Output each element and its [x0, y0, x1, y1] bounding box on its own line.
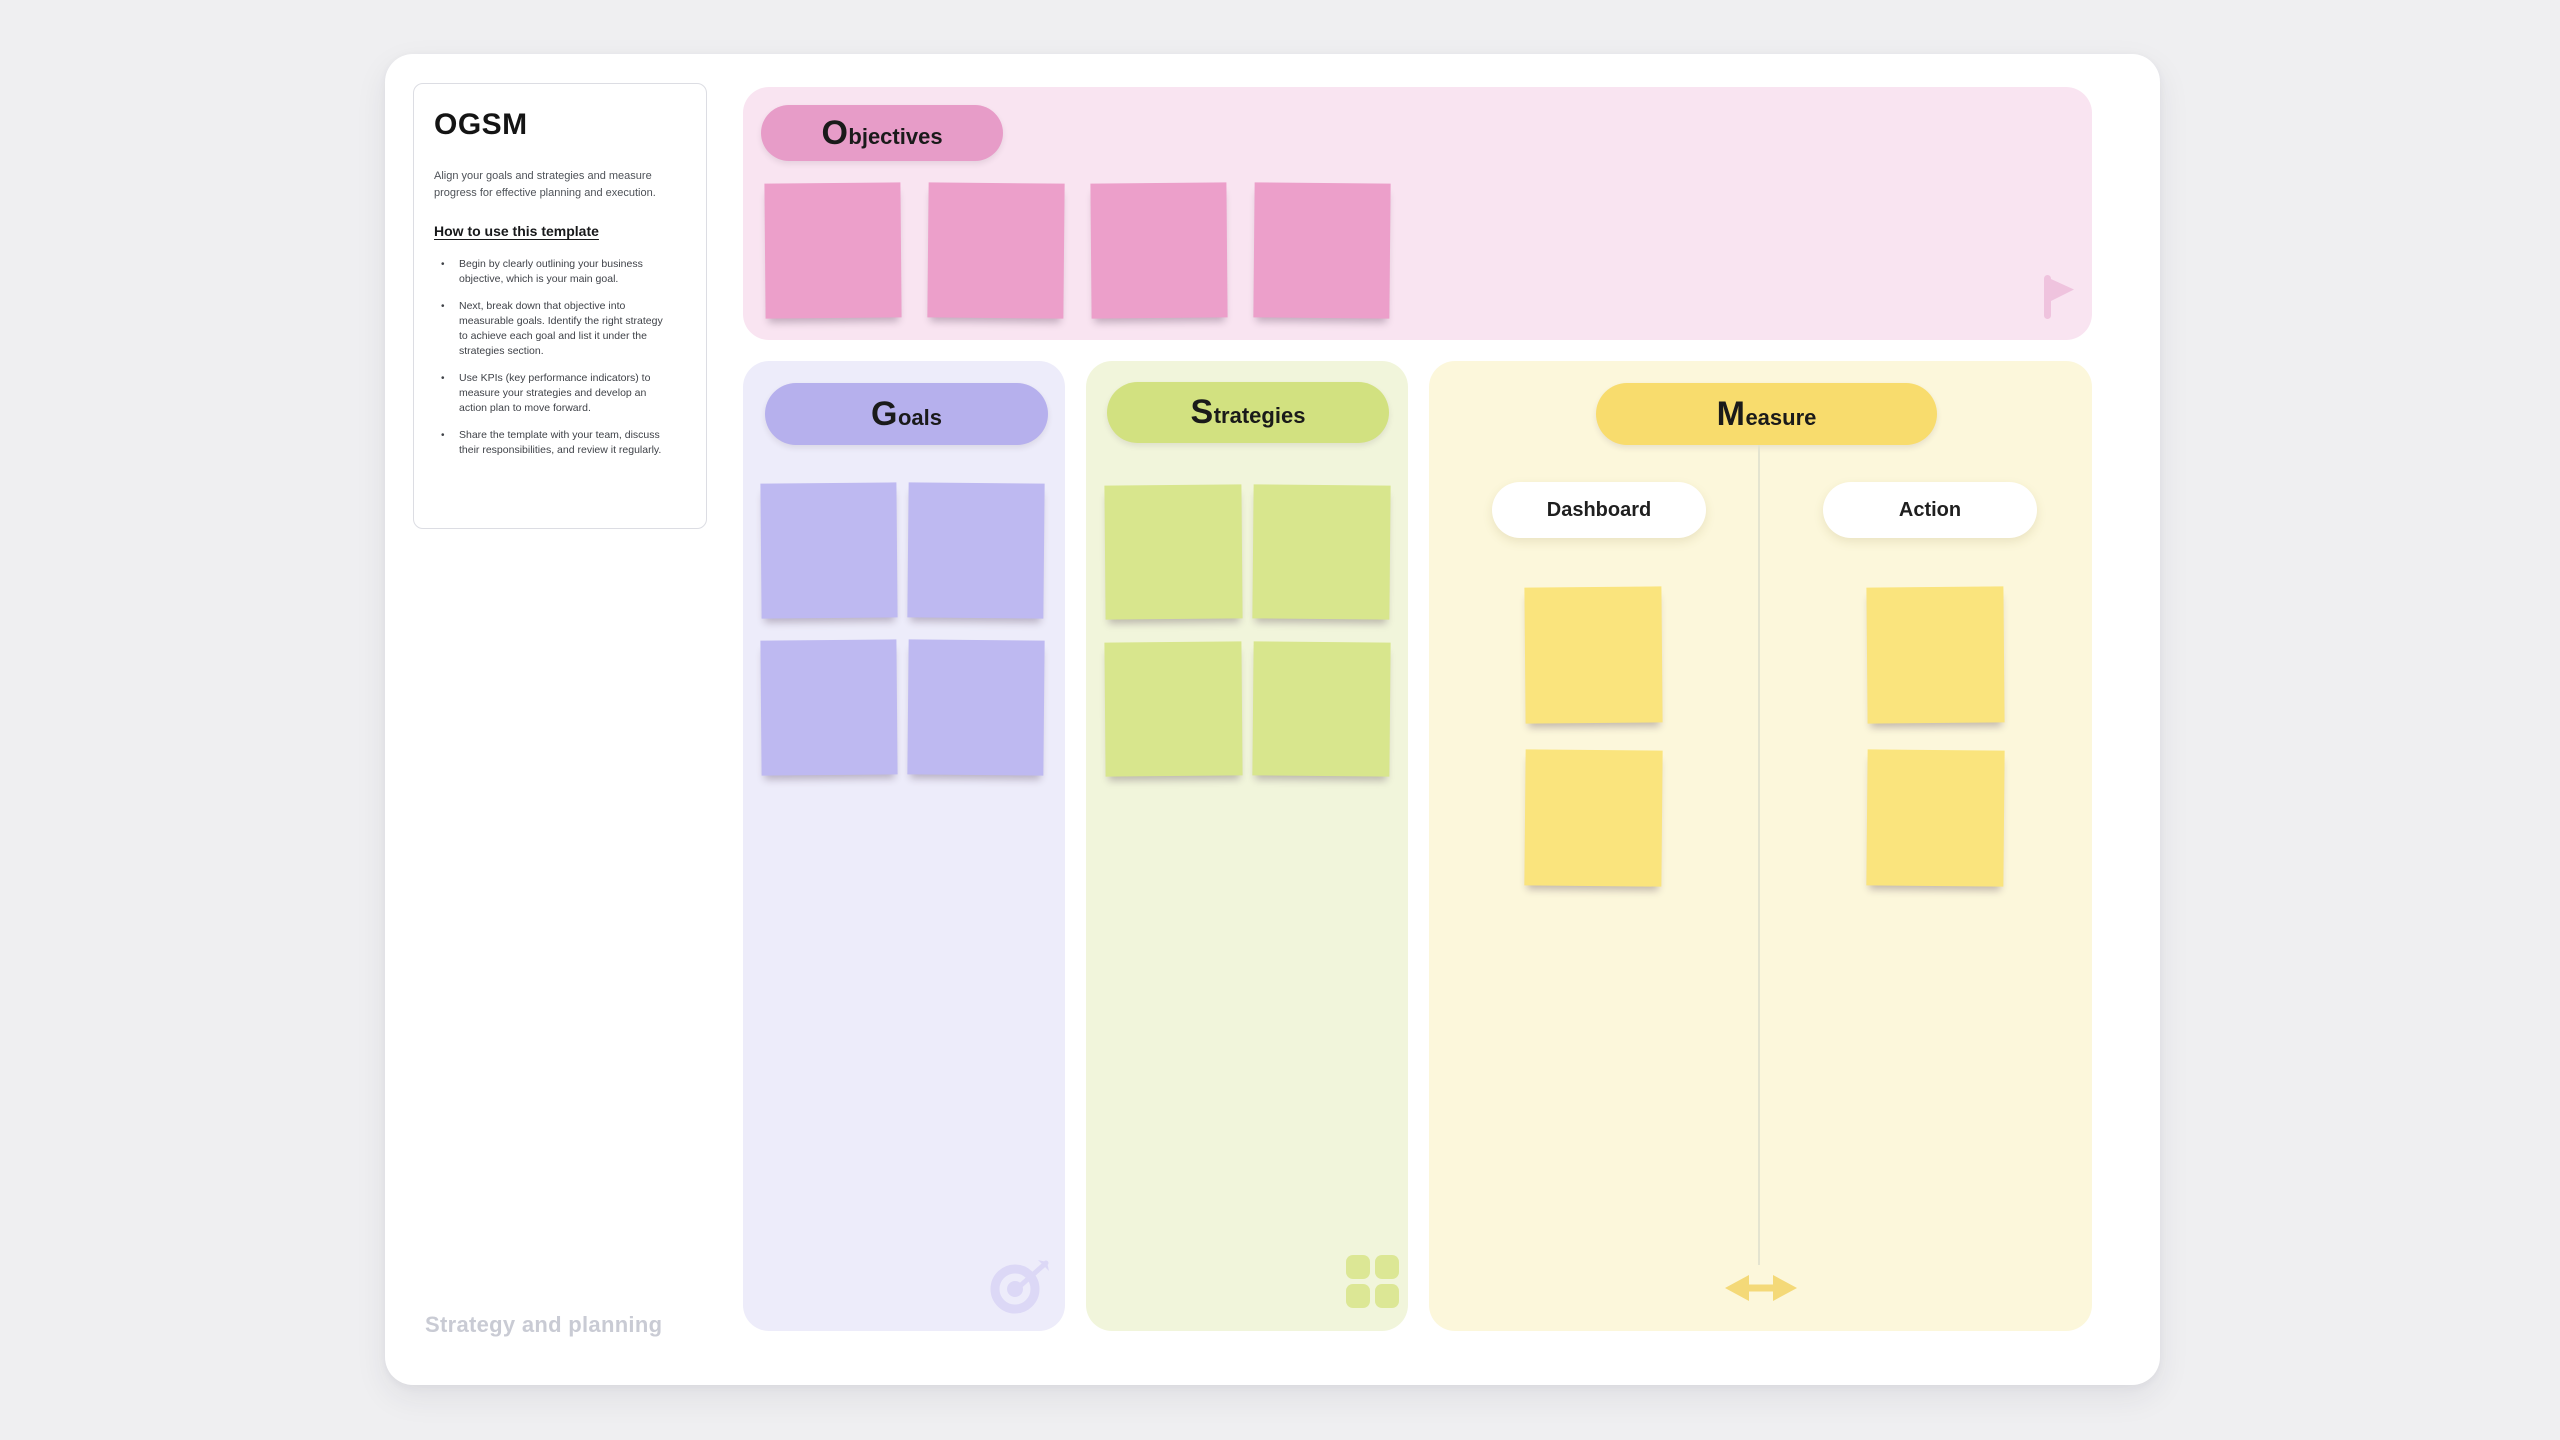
sticky-note[interactable]: [1252, 641, 1391, 777]
left-right-arrow-icon: [1725, 1275, 1797, 1301]
sticky-note[interactable]: [760, 639, 898, 776]
sticky-note[interactable]: [1866, 586, 2005, 724]
info-panel[interactable]: OGSM Align your goals and strategies and…: [413, 83, 707, 529]
strategies-sticky-group: [1104, 484, 1391, 777]
sticky-note[interactable]: [760, 482, 898, 619]
strategies-section[interactable]: Strategies: [1086, 361, 1408, 1331]
action-pill[interactable]: Action: [1823, 482, 2037, 538]
how-to-item: Use KPIs (key performance indicators) to…: [434, 371, 670, 416]
goals-pill-label: oals: [897, 405, 942, 430]
sticky-note[interactable]: [1104, 641, 1243, 777]
how-to-item: Next, break down that objective into mea…: [434, 299, 670, 359]
dashboard-pill[interactable]: Dashboard: [1492, 482, 1706, 538]
how-to-item: Share the template with your team, discu…: [434, 428, 670, 458]
sticky-note[interactable]: [1090, 182, 1228, 319]
action-sticky-group: [1866, 586, 2005, 887]
column-divider: [1758, 445, 1760, 1265]
sticky-note[interactable]: [764, 182, 902, 319]
measure-pill[interactable]: Measure: [1596, 383, 1937, 445]
target-icon: [990, 1260, 1049, 1314]
measure-pill-initial: M: [1716, 395, 1746, 433]
template-category-label: Strategy and planning: [425, 1312, 663, 1337]
sticky-note[interactable]: [907, 482, 1045, 619]
sticky-note[interactable]: [1253, 182, 1391, 319]
objectives-sticky-group: [764, 182, 1391, 319]
goals-section[interactable]: Goals: [743, 361, 1065, 1331]
measure-section[interactable]: Measure Dashboard Action: [1429, 361, 2092, 1331]
sticky-note[interactable]: [1524, 586, 1663, 724]
how-to-item: Begin by clearly outlining your business…: [434, 257, 670, 287]
sticky-note[interactable]: [1104, 484, 1243, 620]
strategies-pill[interactable]: Strategies: [1107, 382, 1389, 443]
action-pill-label: Action: [1898, 498, 1962, 521]
dashboard-pill-label: Dashboard: [1546, 498, 1652, 521]
template-card: OGSM Align your goals and strategies and…: [385, 54, 2160, 1385]
goals-pill-initial: G: [871, 395, 898, 433]
objectives-pill-label: bjectives: [848, 124, 943, 149]
panel-title: OGSM: [434, 108, 528, 141]
strategies-pill-label: trategies: [1213, 403, 1306, 428]
goals-pill[interactable]: Goals: [765, 383, 1048, 445]
sticky-note[interactable]: [1524, 749, 1663, 887]
sticky-note[interactable]: [907, 639, 1045, 776]
dashboard-sticky-group: [1524, 586, 1663, 887]
objectives-pill-initial: O: [821, 114, 849, 152]
how-to-list: Begin by clearly outlining your business…: [434, 257, 688, 458]
objectives-section[interactable]: Objectives: [743, 87, 2092, 340]
panel-description: Align your goals and strategies and meas…: [434, 170, 656, 199]
goals-sticky-group: [760, 482, 1045, 776]
strategies-pill-initial: S: [1190, 393, 1214, 431]
measure-pill-label: easure: [1745, 405, 1817, 430]
objectives-pill[interactable]: Objectives: [761, 105, 1003, 161]
grid-icon: [1346, 1255, 1399, 1308]
sticky-note[interactable]: [1252, 484, 1391, 620]
flag-icon: [2044, 275, 2074, 319]
sticky-note[interactable]: [927, 182, 1065, 319]
how-to-heading: How to use this template: [434, 223, 599, 239]
sticky-note[interactable]: [1866, 749, 2005, 887]
